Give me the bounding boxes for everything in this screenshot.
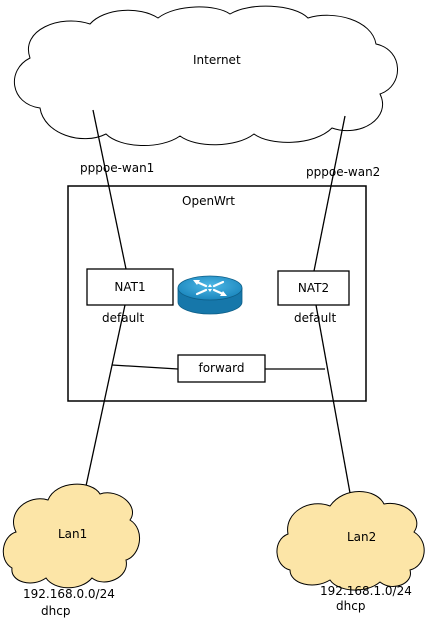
nat2-box: [277, 270, 350, 306]
forward-box: [177, 354, 266, 383]
wan1-link: [92, 109, 127, 270]
lan1-label: Lan1: [58, 527, 88, 541]
forward-label: forward: [198, 361, 245, 375]
wan2-label: pppoe-wan2: [306, 165, 381, 179]
lan2-mode: dhcp: [336, 599, 366, 613]
lan2-cloud: [276, 491, 425, 591]
nat2-label: NAT2: [297, 281, 330, 295]
lan2-link: [315, 304, 351, 494]
lan1-mode: dhcp: [41, 604, 71, 618]
nat1-zone-label: default: [102, 311, 145, 325]
nat1-label: NAT1: [114, 280, 146, 294]
openwrt-label: OpenWrt: [182, 194, 236, 208]
forward-link-left: [111, 364, 179, 370]
lan1-subnet: 192.168.0.0/24: [23, 587, 115, 601]
internet-cloud: [14, 5, 398, 146]
lan1-link: [85, 304, 126, 487]
nat1-box: [86, 268, 174, 306]
internet-label: Internet: [193, 53, 241, 67]
router-icon: [177, 275, 243, 315]
lan2-subnet: 192.168.1.0/24: [320, 584, 412, 598]
wan2-link: [313, 115, 346, 272]
nat2-zone-label: default: [294, 311, 337, 325]
lan2-label: Lan2: [347, 530, 377, 544]
openwrt-box: [67, 185, 367, 402]
lan1-cloud: [2, 483, 140, 589]
wan1-label: pppoe-wan1: [80, 161, 155, 175]
